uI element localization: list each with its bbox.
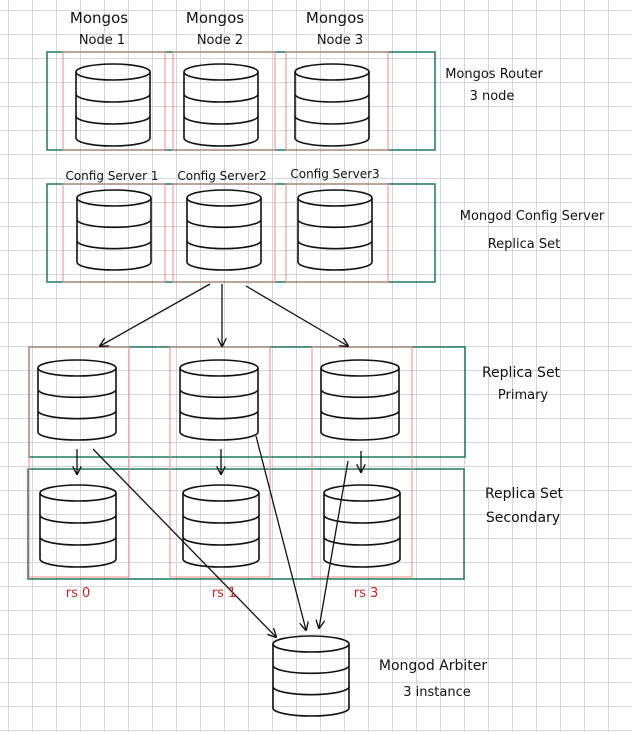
config-server-1-db-icon [76,189,152,271]
rs0-primary-db-icon [37,359,117,441]
config-server-group [46,183,436,283]
secondary-group-sublabel: Secondary [486,510,560,526]
mongos-node-1-db-icon [75,63,151,147]
config-column-1 [62,183,166,283]
config-column-3 [285,183,389,283]
rs3-label: rs 3 [354,586,379,601]
rs1-column [169,346,271,578]
arbiter-count: 3 instance [403,685,470,700]
config-server-3-db-icon [297,189,373,271]
mongos-node-1-title: Mongos [70,9,128,27]
rs1-secondary-db-icon [182,484,260,568]
mongos-node-2-subtitle: Node 2 [197,33,243,48]
config-server-1-label: Config Server 1 [65,169,158,183]
arrow-config-to-rs3 [245,285,348,346]
rs0-column [28,346,130,578]
rs1-label: rs 1 [212,586,237,601]
config-server-3-label: Config Server3 [290,167,379,181]
mongos-node-3-subtitle: Node 3 [317,33,363,48]
secondary-group-label: Replica Set [485,486,564,502]
mongos-node-1-subtitle: Node 1 [79,33,125,48]
mongos-node-2-db-icon [183,63,259,147]
mongos-router-count: 3 node [470,89,515,104]
rs3-column [311,346,413,578]
rs3-primary-db-icon [320,359,400,441]
mongos-node-2-title: Mongos [186,9,244,27]
primary-group-label: Replica Set [482,365,561,381]
mongos-column-2 [172,51,276,151]
rs0-label: rs 0 [66,586,91,601]
arbiter-db-icon [272,635,350,717]
arrow-rs3-to-arbiter [319,460,349,628]
mongos-column-3 [285,51,389,151]
config-server-2-db-icon [186,189,262,271]
arbiter-label: Mongod Arbiter [379,658,488,674]
config-group-label: Mongod Config Server [460,209,605,224]
replica-secondary-group [27,468,465,580]
arrow-rs0-to-arbiter [92,448,276,637]
mongos-column-1 [62,51,166,151]
config-group-sublabel: Replica Set [488,237,561,252]
config-column-2 [172,183,276,283]
arrow-config-to-rs0 [100,283,211,346]
primary-group-sublabel: Primary [498,388,549,403]
config-server-2-label: Config Server2 [177,169,266,183]
rs3-secondary-db-icon [323,484,401,568]
rs1-primary-db-icon [179,359,259,441]
rs0-secondary-db-icon [39,484,117,568]
mongos-router-label: Mongos Router [445,67,543,82]
mongos-node-3-title: Mongos [306,9,364,27]
mongos-node-3-db-icon [294,63,370,147]
arrow-rs1-to-arbiter [255,435,306,630]
